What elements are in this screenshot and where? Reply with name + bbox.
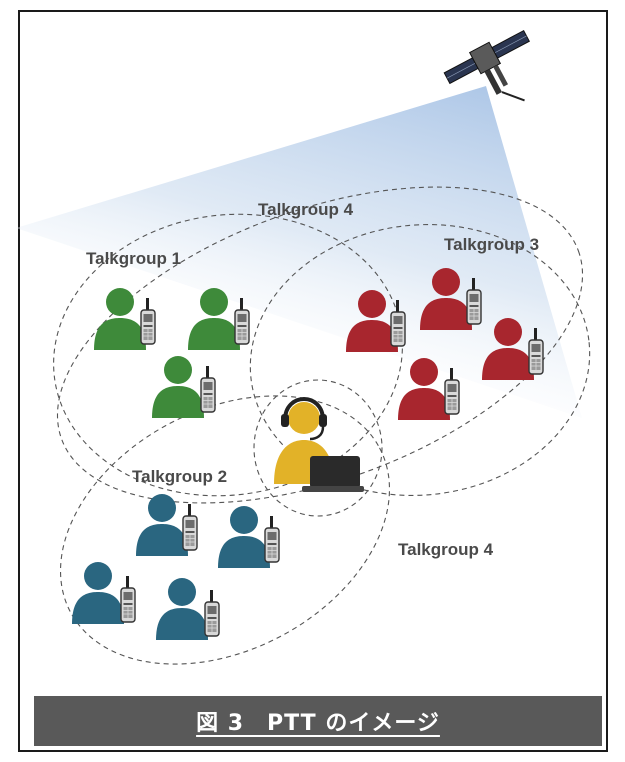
user-with-radio-icon [136, 494, 198, 556]
talkgroup1-users [94, 288, 250, 418]
talkgroup3-label: Talkgroup 3 [444, 235, 539, 254]
user-with-radio-icon [218, 506, 280, 568]
user-with-radio-icon [94, 288, 156, 350]
talkgroup4-ellipse [56, 186, 584, 504]
talkgroup1-label: Talkgroup 1 [86, 249, 181, 268]
talkgroup3-ellipse [249, 224, 591, 496]
talkgroup2-ellipse [59, 395, 391, 665]
user-with-radio-icon [346, 290, 406, 352]
user-with-radio-icon [152, 356, 216, 418]
satellite-icon [443, 29, 530, 102]
dispatcher-headset-icon [274, 397, 334, 484]
talkgroup4-bottom-label: Talkgroup 4 [398, 540, 494, 559]
laptop-icon [302, 456, 364, 492]
user-with-radio-icon [156, 578, 220, 640]
user-with-radio-icon [398, 358, 460, 420]
dispatcher-ellipse [253, 379, 383, 517]
talkgroup4-top-label: Talkgroup 4 [258, 200, 354, 219]
user-with-radio-icon [72, 562, 136, 624]
talkgroup2-users [72, 494, 280, 640]
user-with-radio-icon [188, 288, 250, 350]
user-with-radio-icon [482, 318, 544, 380]
satellite-beam [16, 86, 582, 418]
user-with-radio-icon [420, 268, 482, 330]
talkgroup2-label: Talkgroup 2 [132, 467, 227, 486]
talkgroup3-users [346, 268, 544, 420]
figure-caption: 図 3 PTT のイメージ [196, 711, 440, 736]
figure-caption-bar: 図 3 PTT のイメージ [34, 696, 602, 746]
